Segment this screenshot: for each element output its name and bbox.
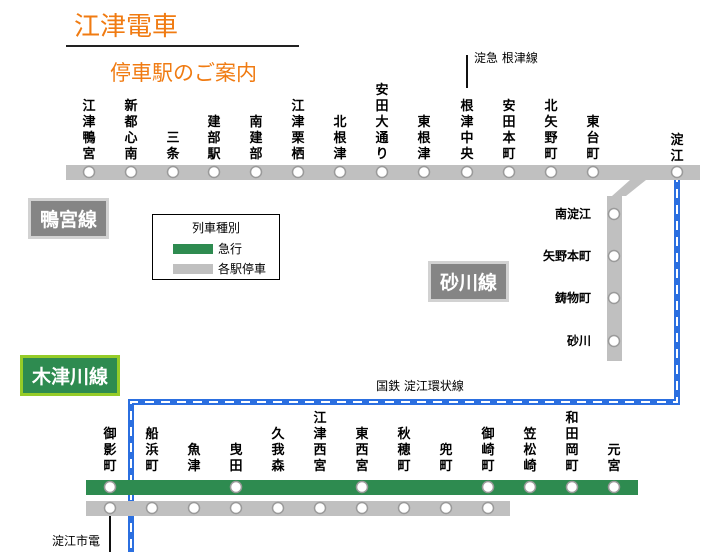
title-underline: [66, 45, 299, 47]
top-station-dot: [670, 165, 684, 179]
page-title: 江津電車: [74, 12, 179, 42]
top-station-label: 安田本町: [502, 98, 515, 162]
top-station-label: 北矢野町: [544, 99, 558, 162]
local-station-dot: [355, 501, 369, 515]
local-station-dot: [145, 501, 159, 515]
top-station-label: 淀江: [670, 132, 684, 164]
local-station-dot: [397, 501, 411, 515]
express-station-dot: [481, 480, 495, 494]
branch-station-label: 鋳物町: [555, 290, 591, 305]
top-station-label: 新都心南: [123, 98, 137, 162]
top-station-dot: [291, 165, 305, 179]
top-station-label: 北根津: [333, 115, 347, 162]
local-station-dot: [313, 501, 327, 515]
bottom-station-label: 御影町: [102, 426, 116, 474]
odakyu-transfer-label: 淀急 根津線: [474, 50, 538, 65]
loop-line-label: 国鉄 淀江環状線: [376, 378, 464, 393]
legend-item-local: 各駅停車: [173, 260, 266, 277]
express-station-dot: [565, 480, 579, 494]
bottom-station-label: 久我森: [271, 426, 285, 474]
top-station-label: 安田大通り: [375, 82, 388, 162]
legend-label-express: 急行: [218, 242, 243, 256]
top-station-label: 三条: [166, 131, 180, 162]
bottom-station-label: 秋穂町: [397, 426, 411, 474]
top-station-label: 東根津: [417, 114, 431, 162]
legend-label-local: 各駅停車: [218, 262, 267, 276]
local-station-dot: [271, 501, 285, 515]
sunagawa-line-badge: 砂川線: [428, 261, 510, 302]
branch-station-label: 南淀江: [555, 206, 591, 221]
bottom-station-label: 曳田: [229, 442, 242, 474]
legend-title: 列車種別: [191, 221, 240, 235]
express-station-dot: [523, 480, 537, 494]
top-station-dot: [207, 165, 221, 179]
top-station-dot: [544, 165, 558, 179]
top-station-dot: [124, 165, 138, 179]
top-station-dot: [249, 165, 263, 179]
kitsugawa-line-badge: 木津川線: [20, 355, 121, 396]
legend: 列車種別 急行 各駅停車: [152, 214, 280, 280]
bottom-station-label: 東西宮: [355, 426, 368, 474]
top-station-label: 建部駅: [206, 114, 221, 162]
top-station-label: 南建部: [249, 114, 262, 162]
branch-station-dot: [607, 334, 621, 348]
local-station-dot: [481, 501, 495, 515]
page-subtitle: 停車駅のご案内: [110, 61, 257, 85]
bottom-station-label: 魚津: [187, 442, 200, 474]
top-station-label: 根津中央: [460, 98, 474, 162]
shiden-transfer-label: 淀江市電: [52, 533, 100, 548]
bottom-station-label: 元宮: [607, 443, 620, 474]
bottom-station-label: 船浜町: [145, 426, 158, 474]
kamomiya-line-badge: 鴨宮線: [28, 198, 110, 239]
bottom-station-label: 和田岡町: [565, 410, 578, 474]
branch-station-dot: [607, 249, 621, 263]
branch-station-label: 砂川: [566, 333, 591, 348]
express-station-dot: [103, 480, 117, 494]
top-station-dot: [417, 165, 431, 179]
top-station-dot: [82, 165, 96, 179]
top-station-dot: [502, 165, 516, 179]
top-station-dot: [586, 165, 600, 179]
local-station-dot: [103, 501, 117, 515]
top-station-label: 東台町: [586, 114, 599, 162]
loop-line: [128, 173, 680, 552]
top-station-label: 江津鴨宮: [82, 98, 95, 162]
top-station-dot: [166, 165, 180, 179]
express-station-dot: [355, 480, 369, 494]
local-station-dot: [187, 501, 201, 515]
bottom-station-label: 笠松崎: [522, 426, 536, 474]
branch-station-dot: [607, 291, 621, 305]
sunagawa-line-connector: [612, 180, 646, 196]
express-station-dot: [229, 480, 243, 494]
bottom-station-label: 兜町: [439, 442, 452, 474]
legend-swatch-local: [173, 263, 213, 274]
legend-swatch-express: [173, 243, 213, 254]
sunagawa-line-track: [607, 196, 622, 361]
bottom-station-label: 江津西宮: [313, 410, 326, 474]
local-station-dot: [229, 501, 243, 515]
top-station-dot: [460, 165, 474, 179]
branch-station-dot: [607, 207, 621, 221]
express-station-dot: [607, 480, 621, 494]
local-station-dot: [439, 501, 453, 515]
top-station-label: 江津栗栖: [291, 98, 304, 162]
top-station-dot: [375, 165, 389, 179]
bottom-station-label: 御崎町: [480, 426, 494, 474]
top-station-dot: [333, 165, 347, 179]
branch-station-label: 矢野本町: [543, 248, 591, 263]
legend-item-express: 急行: [173, 240, 242, 257]
